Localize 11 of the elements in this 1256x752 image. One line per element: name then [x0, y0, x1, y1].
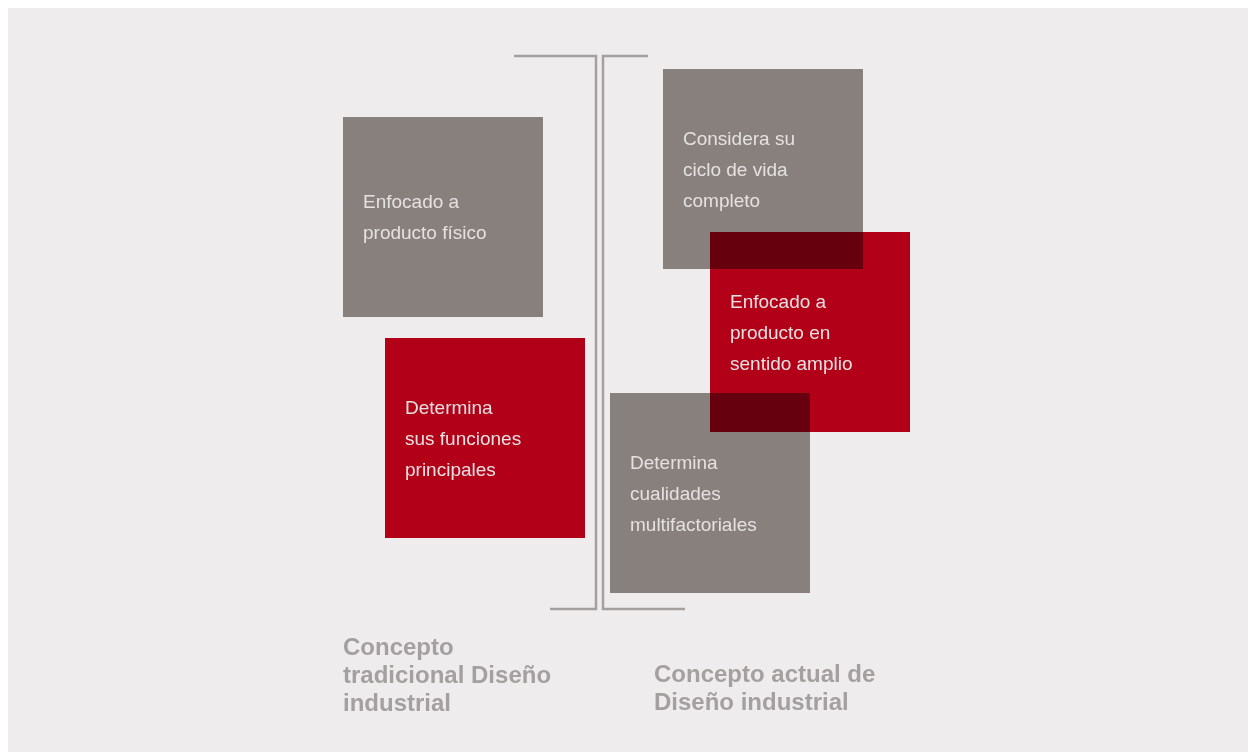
text-box [343, 117, 543, 317]
caption: Concepto actual de Diseño industrial [654, 660, 877, 716]
caption: Concepto tradicional Diseño industrial [343, 633, 553, 717]
box-text: Determina sus funciones principales [405, 395, 523, 482]
text-box [385, 338, 585, 538]
text-box [610, 393, 810, 593]
text-box [710, 232, 910, 432]
box-text: Enfocado a producto físico [363, 190, 488, 245]
box-text: Considera su ciclo de vida completo [683, 126, 796, 213]
box-text: Enfocado a producto en sentido amplio [730, 289, 854, 376]
box-text: Determina cualidades multifactoriales [630, 450, 758, 537]
